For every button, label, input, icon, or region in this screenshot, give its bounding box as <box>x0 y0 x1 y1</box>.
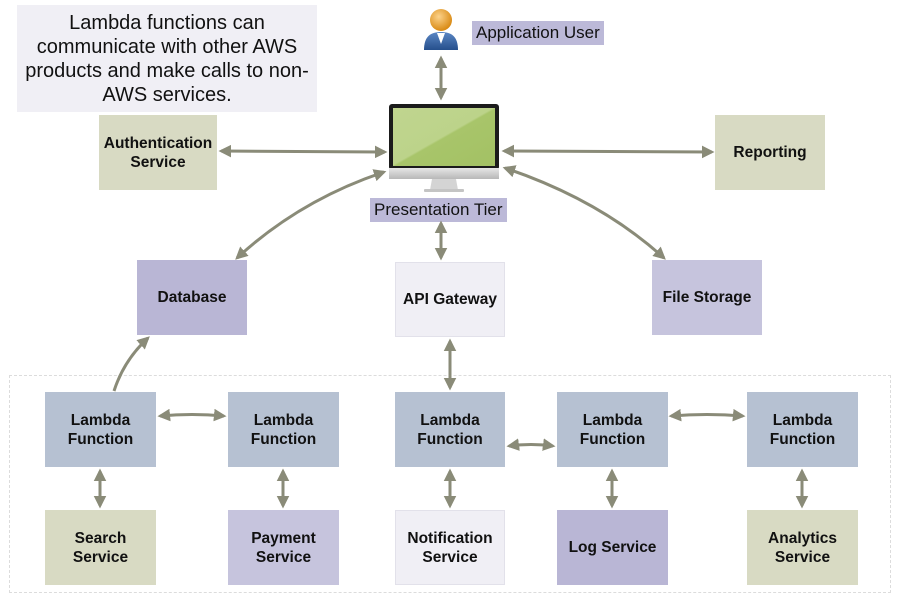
presentation-tier-label: Presentation Tier <box>370 198 507 222</box>
arrow-auth-monitor <box>218 144 388 159</box>
monitor-icon[interactable] <box>388 104 500 194</box>
database[interactable]: Database <box>137 260 247 335</box>
authentication-service[interactable]: Authentication Service <box>99 115 217 190</box>
lambda-function[interactable]: Lambda Function <box>557 392 668 467</box>
api-gateway[interactable]: API Gateway <box>395 262 505 337</box>
description-note: Lambda functions can communicate with ot… <box>17 5 317 112</box>
arrow-monitor-filestorage <box>502 165 666 260</box>
file-storage[interactable]: File Storage <box>652 260 762 335</box>
arrow-database-monitor <box>235 169 387 260</box>
log-service[interactable]: Log Service <box>557 510 668 585</box>
arrow-lambda3-lambda4 <box>506 438 556 451</box>
arrow-lambda1-lambda2 <box>157 408 227 422</box>
user-icon <box>421 6 461 52</box>
arrow-lambda4-lambda5 <box>668 408 746 422</box>
arrow-lambda-database <box>112 336 150 392</box>
notification-service[interactable]: Notification Service <box>395 510 505 585</box>
analytics-service[interactable]: Analytics Service <box>747 510 858 585</box>
lambda-function[interactable]: Lambda Function <box>45 392 156 467</box>
lambda-function[interactable]: Lambda Function <box>228 392 339 467</box>
reporting-service[interactable]: Reporting <box>715 115 825 190</box>
lambda-function[interactable]: Lambda Function <box>395 392 505 467</box>
arrow-monitor-reporting <box>501 144 715 159</box>
description-text: Lambda functions can communicate with ot… <box>25 11 309 106</box>
lambda-function[interactable]: Lambda Function <box>747 392 858 467</box>
search-service[interactable]: Search Service <box>45 510 156 585</box>
payment-service[interactable]: Payment Service <box>228 510 339 585</box>
application-user-label: Application User <box>472 21 604 45</box>
